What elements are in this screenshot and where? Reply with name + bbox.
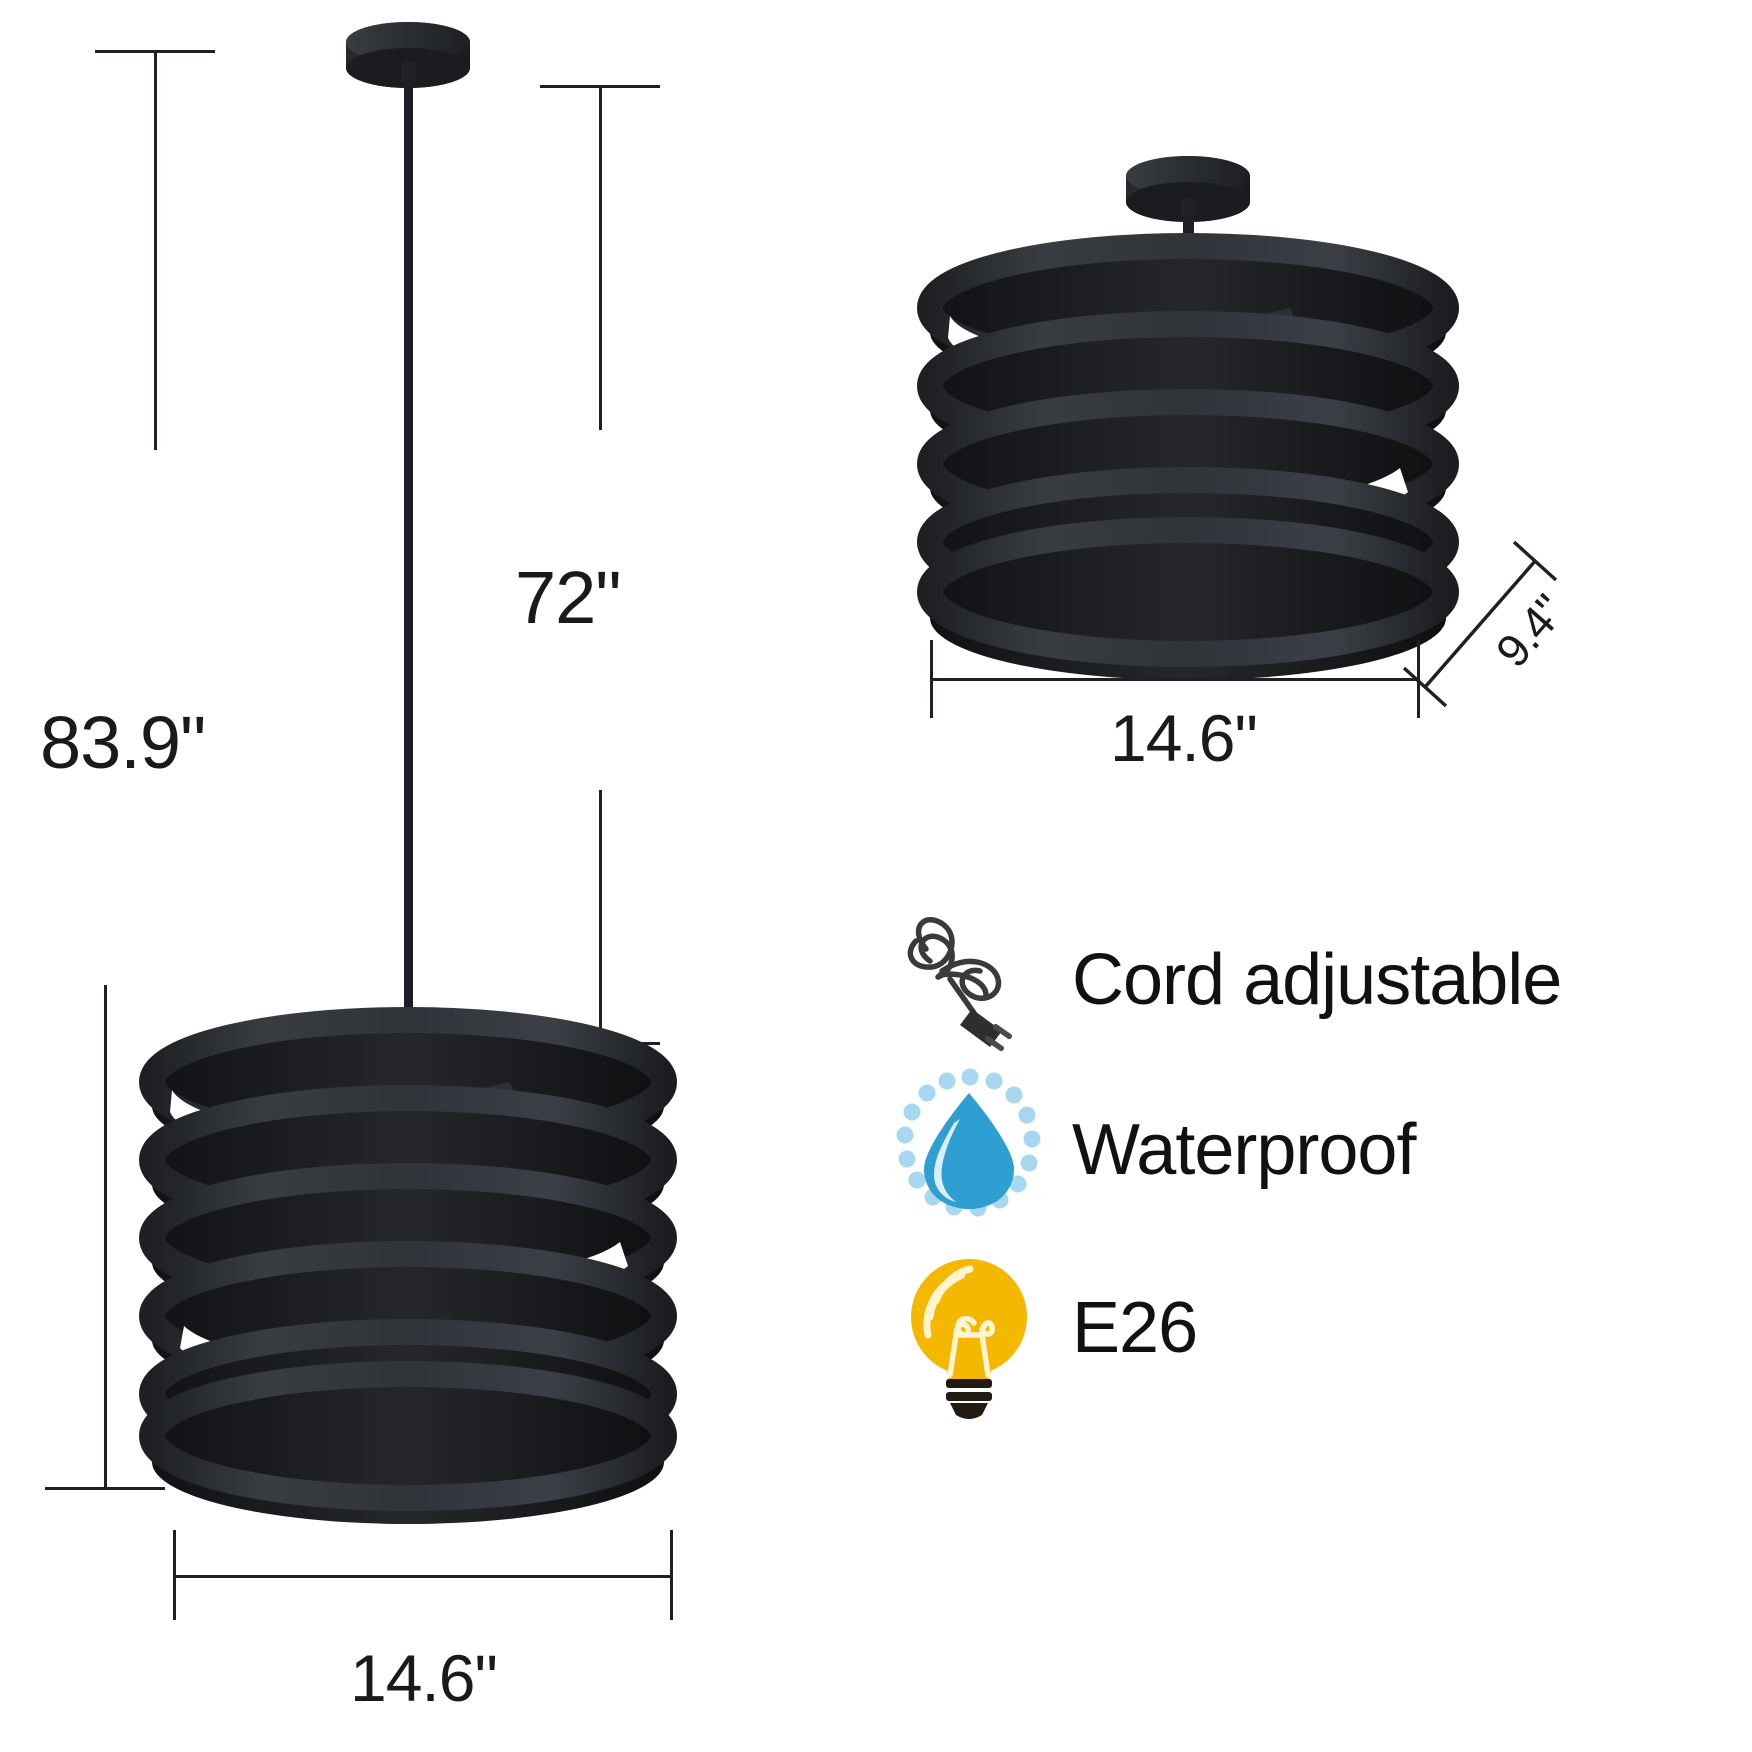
water-drop-icon (890, 1065, 1050, 1235)
dimension-flush-height-bottom-cap (1402, 666, 1448, 708)
dimension-pendant-diameter-label: 14.6" (350, 1641, 498, 1715)
semi-flush-mount-illustration (880, 140, 1500, 680)
dimension-total-height-label: 83.9" (40, 701, 206, 784)
plug-body (960, 1009, 1013, 1052)
feature-row-cord-adjustable: Cord adjustable (890, 905, 1562, 1055)
flush-band-5 (917, 517, 1459, 680)
dimension-flush-diameter-right-cap (1417, 640, 1420, 718)
dimension-total-height-line-upper (154, 50, 157, 450)
light-bulb-icon (890, 1243, 1050, 1419)
pendant-light-illustration (110, 0, 730, 1524)
dimension-cord-drop-line-lower (599, 790, 602, 1045)
dimension-flush-diameter-label: 14.6" (1110, 701, 1258, 775)
water-drop-body (924, 1093, 1014, 1209)
bulb-filament-wires (947, 1316, 995, 1378)
water-drop-dot-ring (896, 1068, 1041, 1217)
dimension-pendant-diameter-line (173, 1575, 673, 1578)
flush-ceiling-canopy (1126, 156, 1250, 222)
shade-band-6 (139, 1361, 677, 1524)
dimension-cord-drop-line-upper (599, 85, 602, 430)
feature-row-e26: E26 (890, 1243, 1198, 1419)
flush-spiral-shade (917, 233, 1459, 680)
dimension-total-height-bottom-cap (45, 1487, 165, 1490)
water-drop-highlight (934, 1119, 960, 1202)
dimension-pendant-diameter-right-cap (670, 1530, 673, 1620)
feature-label-waterproof: Waterproof (1072, 1110, 1416, 1190)
pendant-cord (404, 80, 413, 1040)
pendant-spiral-shade (139, 1007, 677, 1524)
dimension-flush-height: 9.4" (1400, 520, 1630, 710)
dimension-flush-height-line (1424, 558, 1538, 688)
bulb-screw-base (946, 1379, 992, 1419)
dimension-cord-drop-label: 72" (515, 556, 622, 639)
power-cord-icon (890, 905, 1050, 1055)
feature-label-e26: E26 (1072, 1288, 1198, 1368)
feature-label-cord-adjustable: Cord adjustable (1072, 940, 1562, 1020)
dimension-flush-height-top-cap (1512, 540, 1558, 582)
feature-row-waterproof: Waterproof (890, 1065, 1416, 1235)
pendant-ceiling-canopy (346, 22, 470, 88)
dimension-total-height-line-lower (104, 985, 107, 1490)
bulb-glare (923, 1265, 974, 1339)
dimension-flush-diameter-line (930, 678, 1420, 681)
